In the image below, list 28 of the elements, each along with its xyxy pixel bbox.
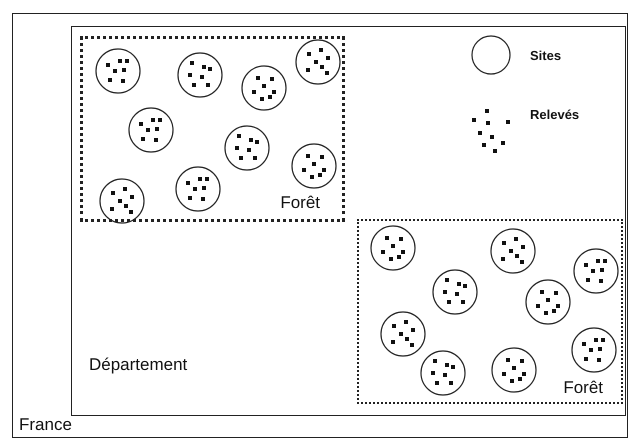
department-frame: [71, 26, 626, 416]
site-circle-drawing: [432, 269, 478, 315]
site-circle-drawing: [573, 248, 619, 294]
site-circle-drawing: [295, 39, 341, 85]
forest-zone: [80, 36, 345, 222]
site-circle-drawing: [370, 225, 416, 271]
legend-label: Relevés: [530, 107, 580, 122]
area-label: Département: [89, 355, 188, 375]
site-circle-drawing: [99, 178, 145, 224]
site-circle-drawing: [420, 350, 466, 396]
site-circle-drawing: [380, 311, 426, 357]
site-circle-drawing: [525, 279, 571, 325]
forest-zone: [357, 219, 623, 404]
legend-label: Sites: [530, 48, 562, 63]
site-circle-drawing: [128, 107, 174, 153]
site-circle-drawing: [177, 52, 223, 98]
country-frame: [12, 13, 628, 438]
site-circle-drawing: [241, 65, 287, 111]
site-circle-drawing: [224, 125, 270, 171]
site-circle-drawing: [491, 347, 537, 393]
site-circle-drawing: [571, 327, 617, 373]
area-label: Forêt: [563, 378, 603, 398]
area-label: France: [19, 415, 72, 435]
site-circle-drawing: [175, 166, 221, 212]
site-circle-drawing: [291, 143, 337, 189]
site-circle-drawing: [95, 48, 141, 94]
site-circle-drawing: [490, 228, 536, 274]
area-label: Forêt: [280, 193, 320, 213]
